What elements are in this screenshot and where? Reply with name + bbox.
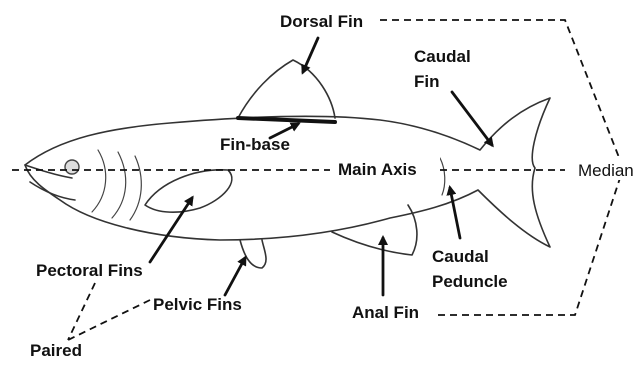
main-axis-label-bg [334,156,440,180]
anal-fin-shape [331,204,418,256]
fin-base-line [236,116,337,124]
caudal-peduncle-arrow [446,185,462,240]
label-caudal-peduncle-2: Peduncle [432,272,508,291]
caudal-peduncle-line [439,157,446,196]
pectoral-fin-shape [144,169,233,213]
fish-jaw [29,181,76,201]
pelvic-fin-arrow [223,255,247,297]
median-bracket-top [380,19,621,161]
caudal-fin-arrow [450,90,494,148]
label-main-axis: Main Axis [338,160,417,179]
label-anal-fin: Anal Fin [352,303,419,322]
pectoral-fin-arrow [148,195,194,264]
label-caudal-peduncle-1: Caudal [432,247,489,266]
label-paired: Paired [30,341,82,360]
label-fin-base: Fin-base [220,135,290,154]
pelvic-fin-shape [239,239,267,269]
dorsal-fin-arrow [301,36,320,75]
label-caudal-fin-1: Caudal [414,47,471,66]
paired-connector-pectoral [67,282,96,341]
gill-arc-1 [91,149,107,213]
gill-arc-3 [129,155,142,221]
paired-connector-pelvic [67,299,151,341]
label-caudal-fin-2: Fin [414,72,440,91]
label-dorsal-fin: Dorsal Fin [280,12,363,31]
label-pectoral-fins: Pectoral Fins [36,261,143,280]
fish-body-outline [24,97,551,248]
fish-eye [64,159,80,175]
fin-base-arrow [268,122,301,140]
median-bracket-bottom [438,177,621,316]
label-pelvic-fins: Pelvic Fins [153,295,242,314]
label-median: Median [578,161,634,180]
median-label-bg [565,156,643,180]
dorsal-fin-shape [237,59,336,119]
gill-arc-2 [111,151,127,219]
fish-mouth [24,164,73,179]
